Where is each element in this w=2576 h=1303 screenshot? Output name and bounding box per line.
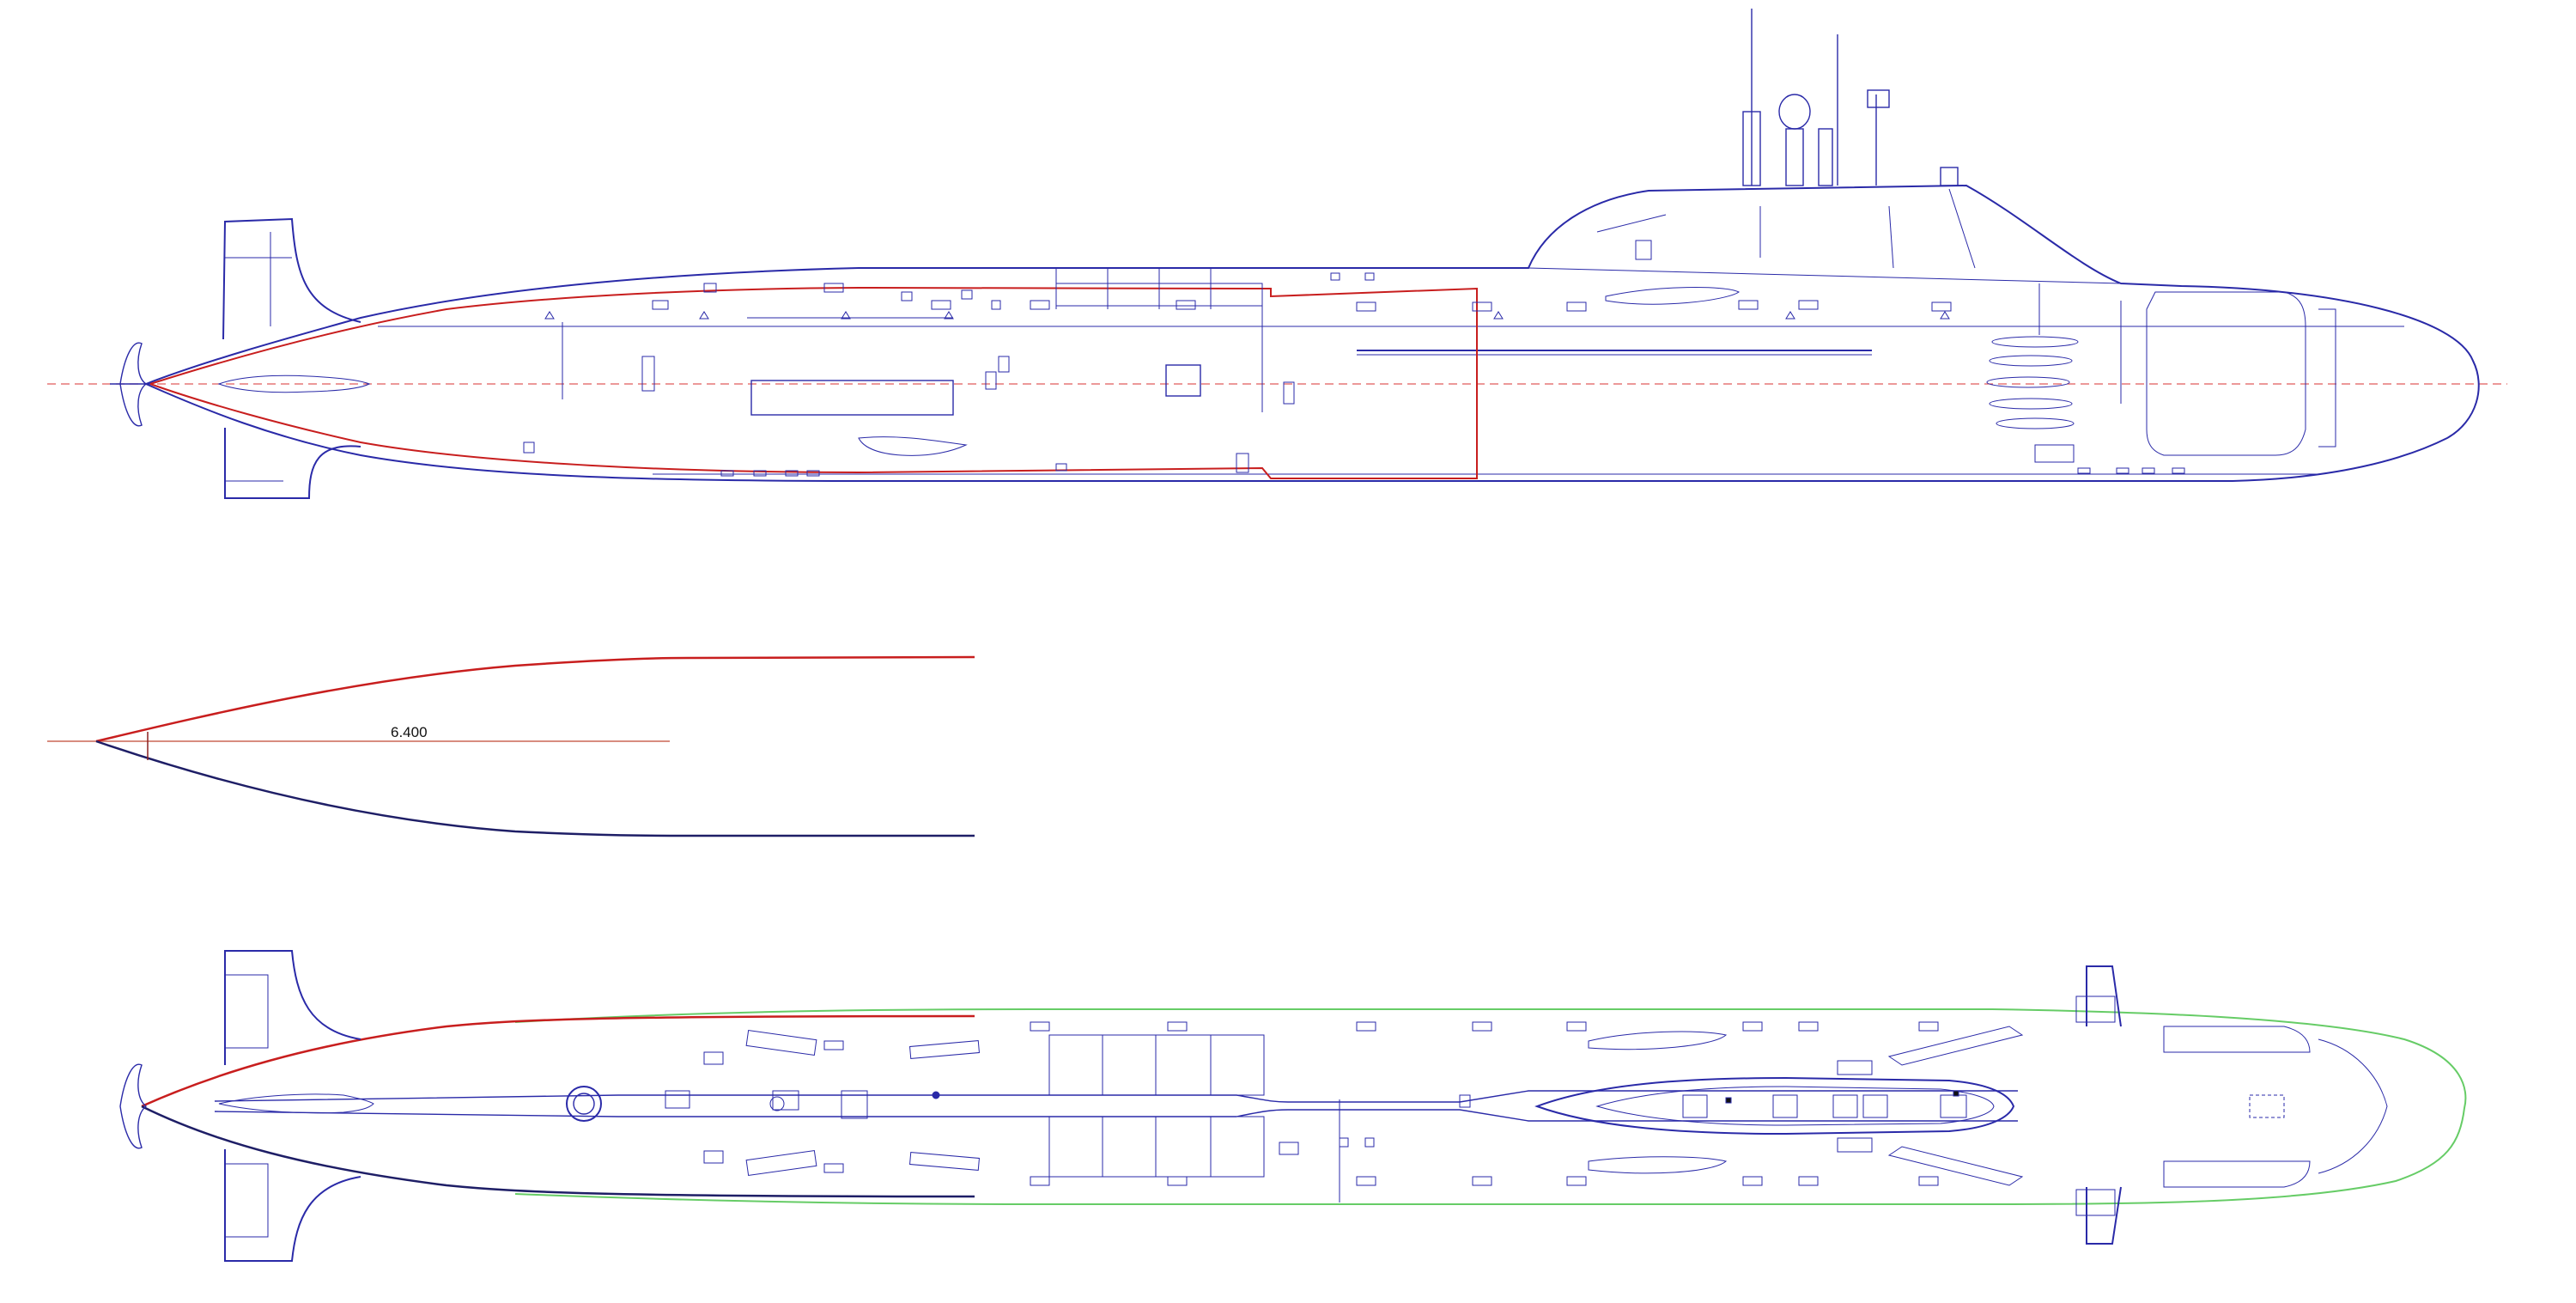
plan-bow-hatch xyxy=(2249,1094,2285,1118)
dimension-label: 6.400 xyxy=(391,724,428,740)
body-plan-lower-curve xyxy=(95,740,975,837)
plan-stern-hub-inner xyxy=(573,1093,595,1115)
plan-sail-inner xyxy=(1595,1086,1995,1126)
plan-lower-stab-panel xyxy=(224,1163,269,1238)
bow-plane-1 xyxy=(1991,336,2079,348)
plan-fore-marker xyxy=(932,1091,940,1099)
body-plan-upper-curve xyxy=(95,655,975,743)
side-fin-outline xyxy=(858,436,968,456)
plan-upper-stab-panel xyxy=(224,974,269,1049)
plan-deck-fittings xyxy=(665,1021,1939,1186)
side-pressure-hull-section xyxy=(149,286,1478,479)
radome xyxy=(1778,94,1811,130)
missile-hatch-bank xyxy=(750,380,954,416)
mast-housing-2 xyxy=(1818,128,1833,186)
plan-lower-stabilizer xyxy=(224,1149,361,1262)
bow-sonar-dome xyxy=(2146,291,2306,456)
upper-rudder xyxy=(222,217,361,340)
plan-stern-hub-outer xyxy=(566,1086,602,1122)
sail-window-band xyxy=(1596,214,1667,233)
frame-markers xyxy=(270,232,2122,412)
radome-base xyxy=(1785,128,1804,186)
sail-fairing-ellipse xyxy=(1605,287,1740,305)
plan-sail-outline xyxy=(1534,1076,2015,1136)
lower-rudder xyxy=(224,428,361,499)
plan-lower-fin-cap xyxy=(2075,1189,2116,1216)
stern-fairing xyxy=(217,374,371,393)
bow-plane-5 xyxy=(1996,417,2075,429)
bow-chin-array xyxy=(2318,308,2336,448)
plan-center-spine xyxy=(214,1090,2018,1103)
plan-lower-ellipse xyxy=(1588,1156,1728,1174)
escape-hatch xyxy=(1165,364,1201,397)
plan-missile-tubes xyxy=(1048,1034,1265,1178)
plan-upper-fin-cap xyxy=(2075,996,2116,1023)
plan-upper-ellipse xyxy=(1588,1031,1728,1050)
plan-lower-stern-curve xyxy=(141,1105,975,1198)
plan-view xyxy=(119,950,2467,1262)
sail-detail-3 xyxy=(1948,188,1976,269)
bow-plane-3 xyxy=(1986,376,2070,388)
draft-triangles xyxy=(544,311,1950,320)
plan-center-spine-lower xyxy=(214,1109,2018,1122)
plan-waterline-outline xyxy=(514,1008,2467,1205)
mast-housing-1 xyxy=(1742,111,1761,186)
plan-stern-fairing xyxy=(218,1093,374,1114)
snorkel-head xyxy=(1867,89,1890,108)
deck-fittings xyxy=(652,272,2075,463)
sail-aft-fairing xyxy=(1940,167,1959,186)
plan-upper-diagonal-fairing xyxy=(1887,1026,2024,1066)
sail-base-line xyxy=(1528,267,2122,284)
plan-lower-diagonal-fairing xyxy=(1887,1146,2024,1186)
plan-bow-lower-plane xyxy=(2163,1160,2311,1188)
plan-upper-stabilizer xyxy=(224,950,361,1065)
side-elevation-view xyxy=(47,9,2507,499)
side-hull-outline xyxy=(143,184,2480,482)
plan-propeller xyxy=(119,1063,148,1149)
plan-upper-stern-curve xyxy=(141,1014,975,1108)
sail-hatch xyxy=(1635,240,1652,260)
bow-plane-4 xyxy=(1989,398,2073,410)
hull-body-plan: 6.400 xyxy=(47,655,975,837)
plan-sail-equipment xyxy=(1682,1090,1967,1118)
plan-bow-upper-plane xyxy=(2163,1026,2311,1053)
sail-detail-2 xyxy=(1888,205,1894,269)
plan-bow-inner-line xyxy=(2318,1038,2388,1174)
bow-plane-2 xyxy=(1989,355,2073,367)
plan-mid-marker xyxy=(769,1096,785,1111)
vent-groups xyxy=(523,356,2185,477)
